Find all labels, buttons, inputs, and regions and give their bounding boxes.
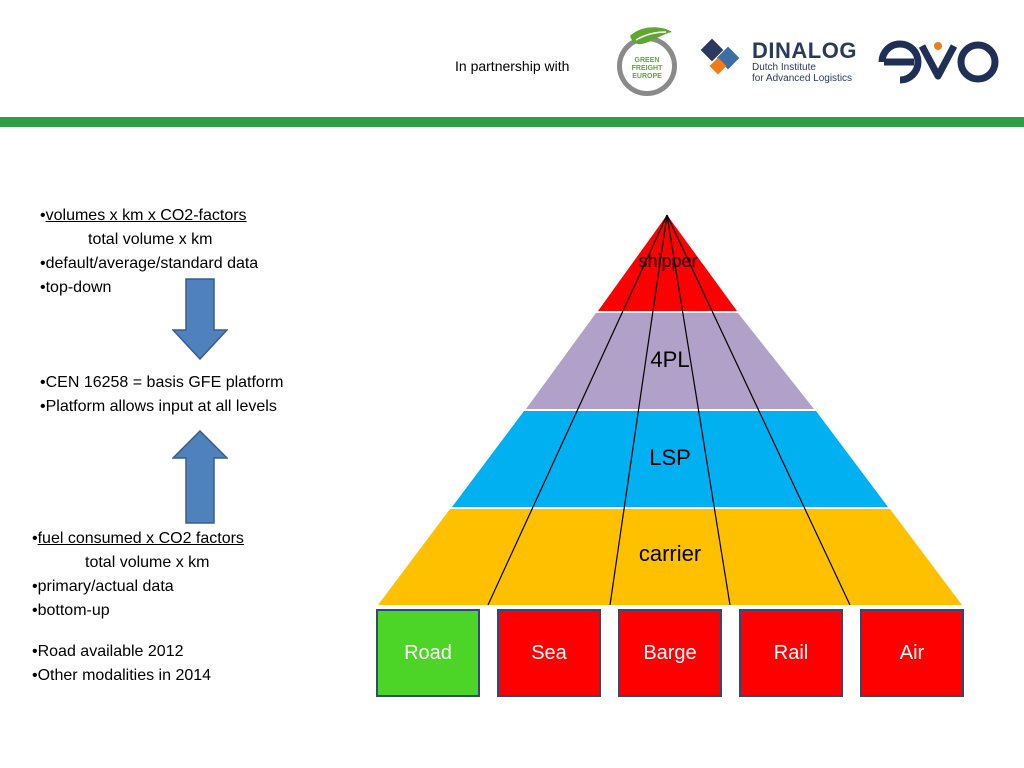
header-divider bbox=[0, 117, 1024, 127]
pyramid-label-4pl: 4PL bbox=[650, 347, 690, 372]
gfe-line-1: GREEN bbox=[635, 57, 660, 64]
middle-line-1: •CEN 16258 = basis GFE platform bbox=[40, 374, 284, 391]
green-freight-europe-logo: GREEN FREIGHT EUROPE bbox=[612, 24, 682, 100]
pyramid-label-shipper: shipper bbox=[638, 251, 698, 271]
partnership-text: In partnership with bbox=[455, 58, 570, 74]
top-line-1: •volumes x km x CO2-factors bbox=[40, 207, 247, 224]
bottom-line-1: •fuel consumed x CO2 factors bbox=[32, 530, 244, 547]
top-line-2: total volume x km bbox=[88, 231, 213, 248]
dinalog-subtitle-2: for Advanced Logistics bbox=[752, 73, 853, 84]
top-line-4: •top-down bbox=[40, 279, 112, 296]
down-arrow-icon bbox=[171, 278, 229, 365]
pyramid-level-lsp bbox=[452, 411, 888, 507]
availability-block: •Road available 2012 •Other modalities i… bbox=[32, 640, 211, 688]
header: In partnership with GREEN FREIGHT EUROPE… bbox=[0, 0, 1024, 118]
dinalog-title: DINALOG bbox=[752, 38, 857, 63]
pyramid-diagram: shipper 4PL LSP carrier Road Sea Barge R… bbox=[370, 205, 970, 705]
gfe-line-3: EUROPE bbox=[632, 73, 662, 80]
dinalog-subtitle-1: Dutch Institute bbox=[752, 62, 816, 73]
bottom-up-block: •fuel consumed x CO2 factors total volum… bbox=[32, 527, 244, 623]
mode-road: Road bbox=[376, 609, 480, 697]
middle-line-2: •Platform allows input at all levels bbox=[40, 398, 277, 415]
pyramid-level-4pl bbox=[526, 313, 814, 409]
mode-barge: Barge bbox=[618, 609, 722, 697]
evo-logo bbox=[878, 38, 1000, 84]
gfe-line-2: FREIGHT bbox=[632, 65, 663, 72]
pyramid-label-carrier: carrier bbox=[638, 541, 702, 566]
dinalog-subtitle: Dutch Institute for Advanced Logistics bbox=[752, 62, 852, 84]
pyramid-level-shipper bbox=[598, 215, 737, 311]
footer-line-2: •Other modalities in 2014 bbox=[32, 667, 212, 684]
mode-rail: Rail bbox=[739, 609, 843, 697]
pyramid-label-lsp: LSP bbox=[649, 445, 691, 470]
dinalog-logo: DINALOG Dutch Institute for Advanced Log… bbox=[698, 36, 858, 86]
mode-sea: Sea bbox=[497, 609, 601, 697]
top-down-block: •volumes x km x CO2-factors total volume… bbox=[40, 204, 258, 300]
mode-connector-lines bbox=[487, 214, 851, 606]
bottom-line-2: total volume x km bbox=[85, 554, 210, 571]
bottom-line-4: •bottom-up bbox=[32, 602, 110, 619]
mode-air: Air bbox=[860, 609, 964, 697]
footer-line-1: •Road available 2012 bbox=[32, 643, 184, 660]
bottom-line-3: •primary/actual data bbox=[32, 578, 174, 595]
up-arrow-icon bbox=[171, 429, 229, 529]
platform-block: •CEN 16258 = basis GFE platform •Platfor… bbox=[40, 371, 283, 419]
top-line-3: •default/average/standard data bbox=[40, 255, 259, 272]
